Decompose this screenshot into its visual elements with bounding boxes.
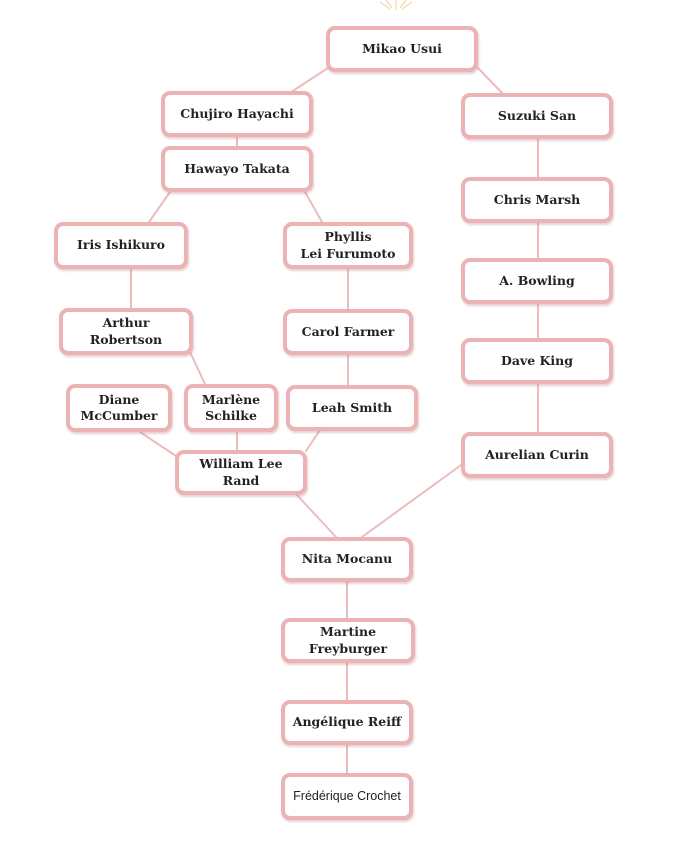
node-label: Arthur Robertson (89, 315, 163, 347)
node-label: Hawayo Takata (184, 160, 290, 176)
node-label-line1: Diane (98, 391, 140, 407)
node-chujiro-hayachi: Chujiro Hayachi (161, 91, 313, 137)
node-label-group: Phyllis Lei Furumoto (301, 229, 396, 262)
node-mikao-usui: Mikao Usui (326, 26, 478, 72)
edge-takata-furumoto (304, 191, 323, 223)
node-suzuki-san: Suzuki San (461, 93, 613, 139)
node-label-group: Diane McCumber (81, 392, 158, 425)
node-label: A. Bowling (499, 272, 575, 288)
node-label: Angélique Reiff (292, 714, 402, 730)
node-phyllis-lei-furumoto: Phyllis Lei Furumoto (283, 222, 413, 269)
node-dave-king: Dave King (461, 338, 613, 384)
node-label: William Lee Rand (199, 456, 283, 488)
node-label-line1: Marlène (201, 391, 261, 407)
node-label: Carol Farmer (301, 323, 395, 339)
node-label-line2: Lei Furumoto (300, 245, 396, 261)
edge-smith-rand (305, 429, 321, 452)
node-aurelian-curin: Aurelian Curin (461, 432, 613, 478)
node-martine-freyburger: Martine Freyburger (281, 618, 415, 663)
node-angelique-reiff: Angélique Reiff (281, 700, 413, 745)
node-label: Frédérique Crochet (293, 789, 401, 804)
node-arthur-robertson: Arthur Robertson (59, 308, 193, 355)
node-frederique-crochet: Frédérique Crochet (281, 773, 413, 820)
node-label-group: Marlène Schilke (202, 392, 260, 425)
node-leah-smith: Leah Smith (286, 385, 418, 431)
node-carol-farmer: Carol Farmer (283, 309, 413, 355)
edge-usui-suzuki (477, 67, 506, 97)
node-william-lee-rand: William Lee Rand (175, 450, 307, 495)
node-chris-marsh: Chris Marsh (461, 177, 613, 223)
node-diane-mccumber: Diane McCumber (66, 384, 172, 432)
edge-robertson-schilke (189, 351, 206, 385)
node-marlene-schilke: Marlène Schilke (184, 384, 278, 432)
node-label: Iris Ishikuro (77, 237, 165, 253)
node-label-line2: McCumber (80, 408, 158, 423)
node-a-bowling: A. Bowling (461, 258, 613, 304)
edge-takata-ishikuro (146, 191, 171, 226)
node-label: Martine Freyburger (308, 624, 388, 656)
edge-rand-mocanu (295, 493, 337, 538)
node-label: Nita Mocanu (301, 551, 393, 567)
node-label: Chujiro Hayachi (180, 105, 294, 121)
node-label: Suzuki San (497, 107, 577, 123)
node-label: Aurelian Curin (485, 446, 589, 462)
node-label: Dave King (501, 352, 573, 368)
node-iris-ishikuro: Iris Ishikuro (54, 222, 188, 269)
edge-curin-mocanu (361, 459, 469, 538)
node-nita-mocanu: Nita Mocanu (281, 537, 413, 582)
node-hawayo-takata: Hawayo Takata (161, 146, 313, 192)
node-label-line2: Schilke (205, 408, 257, 423)
sun-decoration-icon (379, 0, 413, 10)
node-label: Mikao Usui (362, 40, 442, 56)
node-label: Leah Smith (311, 399, 393, 415)
node-label: Chris Marsh (493, 191, 581, 207)
node-label-line1: Phyllis (324, 229, 372, 245)
